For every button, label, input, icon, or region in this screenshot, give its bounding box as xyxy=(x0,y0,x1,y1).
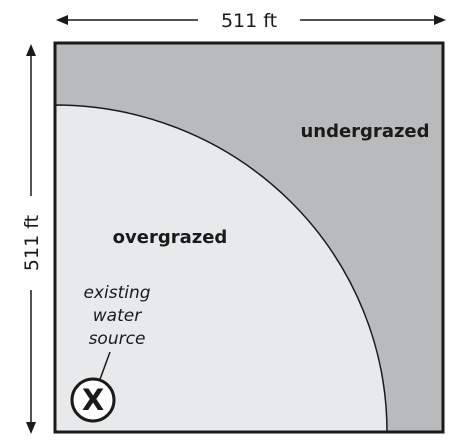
water-source-label: existing water source xyxy=(83,283,150,349)
water-source-label-line-2: water xyxy=(93,306,142,326)
overgrazed-label: overgrazed xyxy=(113,227,228,248)
overgrazed-region xyxy=(55,104,388,432)
height-label: 511 ft xyxy=(21,215,43,271)
pasture-outline xyxy=(53,41,445,434)
arrowhead-left-icon xyxy=(56,15,68,25)
water-source-label-line-1: existing xyxy=(83,283,150,303)
undergrazed-label: undergrazed xyxy=(300,121,429,142)
leader-line xyxy=(98,351,111,383)
height-dimension: 511 ft xyxy=(21,44,43,434)
arrowhead-right-icon xyxy=(434,15,446,25)
water-source-label-line-3: source xyxy=(89,329,146,349)
arrowhead-up-icon xyxy=(26,44,36,56)
circled-x-icon: X xyxy=(70,377,116,423)
width-label: 511 ft xyxy=(221,10,277,32)
arrowhead-down-icon xyxy=(26,422,36,434)
water-source-marker: X xyxy=(82,383,104,417)
width-dimension: 511 ft xyxy=(56,10,446,32)
